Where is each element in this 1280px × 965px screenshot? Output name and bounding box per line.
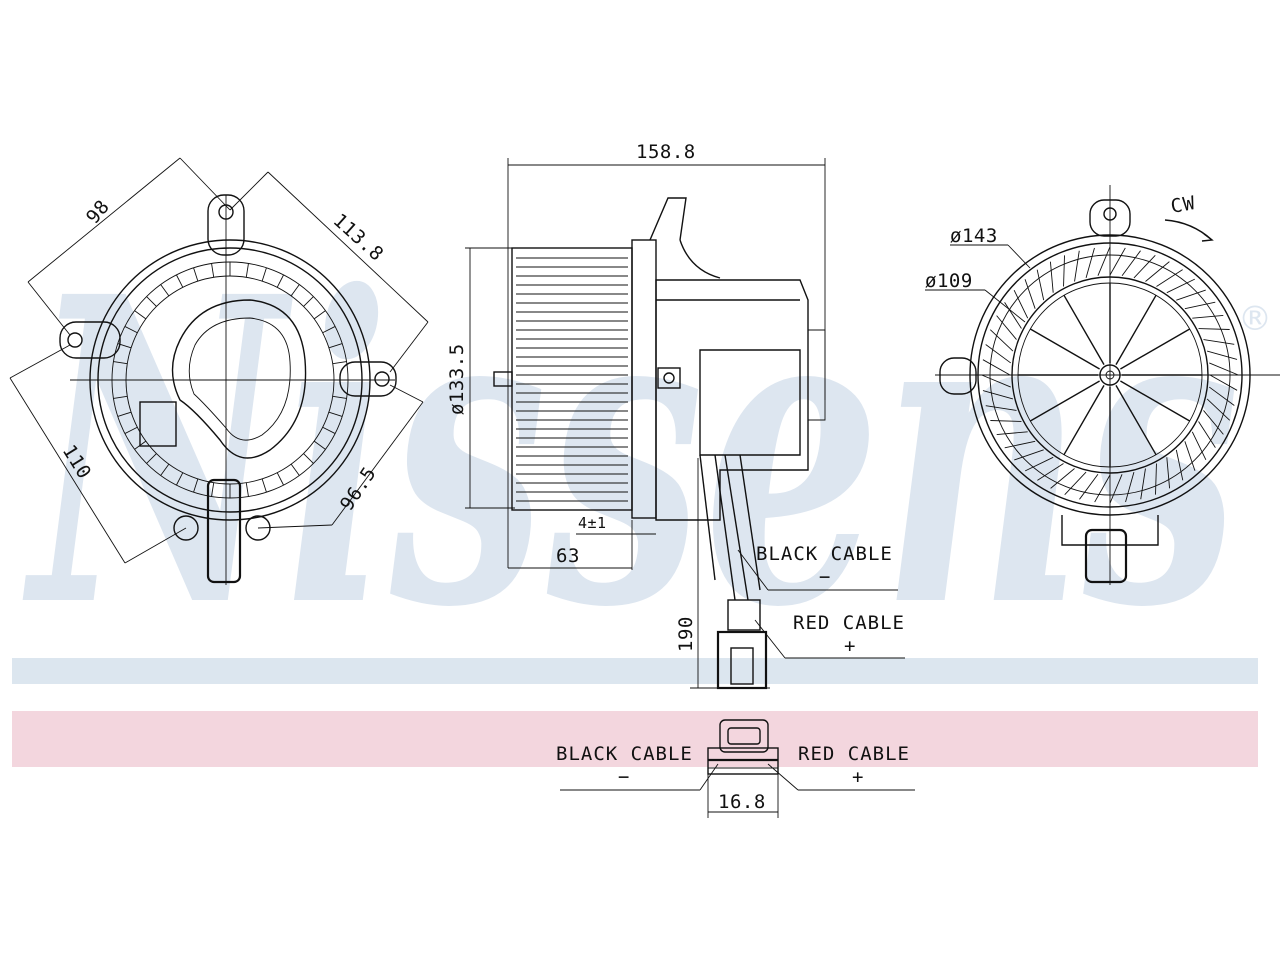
detail-red-cable-label: RED CABLE: [798, 743, 910, 765]
connector-detail: 16.8 BLACK CABLE − RED CABLE +: [556, 719, 915, 818]
dim-158-8: 158.8: [636, 141, 696, 163]
rear-view: CW ø143 ø109: [925, 185, 1280, 585]
side-red-cable-label: RED CABLE: [793, 612, 905, 634]
dim-63: 63: [556, 545, 580, 567]
detail-black-cable-sign: −: [618, 766, 630, 788]
rear-connector-plug: [1084, 528, 1128, 584]
side-view: 158.8 ø133.5 4±1 63: [446, 141, 905, 690]
brand-band-pink: [12, 711, 1258, 767]
detail-red-cable-sign: +: [852, 766, 864, 788]
dim-190: 190: [675, 616, 697, 652]
dim-16-8: 16.8: [718, 791, 766, 813]
side-red-cable-sign: +: [844, 635, 856, 657]
side-black-cable-label: BLACK CABLE: [756, 543, 893, 565]
brand-band-blue: [12, 658, 1258, 684]
rotation-direction: CW: [1169, 192, 1197, 218]
front-connector-plug: [206, 478, 242, 584]
watermark-text: Nissens: [21, 207, 1240, 700]
dim-diameter-109: ø109: [925, 270, 973, 292]
rear-mount-ear-left: [939, 357, 977, 395]
detail-black-cable-label: BLACK CABLE: [556, 743, 693, 765]
side-black-cable-sign: −: [819, 566, 831, 588]
mount-ear-left: [59, 321, 121, 359]
rear-mount-ear-top: [1089, 199, 1131, 237]
watermark: Nissens ®: [21, 207, 1272, 700]
dim-diameter-133-5: ø133.5: [446, 343, 468, 415]
dim-4-pm-1: 4±1: [578, 514, 607, 532]
mount-ear-right: [339, 361, 397, 397]
front-terminal-block: [139, 401, 177, 447]
dim-diameter-143: ø143: [950, 225, 998, 247]
mount-ear-bottom: [173, 515, 271, 541]
